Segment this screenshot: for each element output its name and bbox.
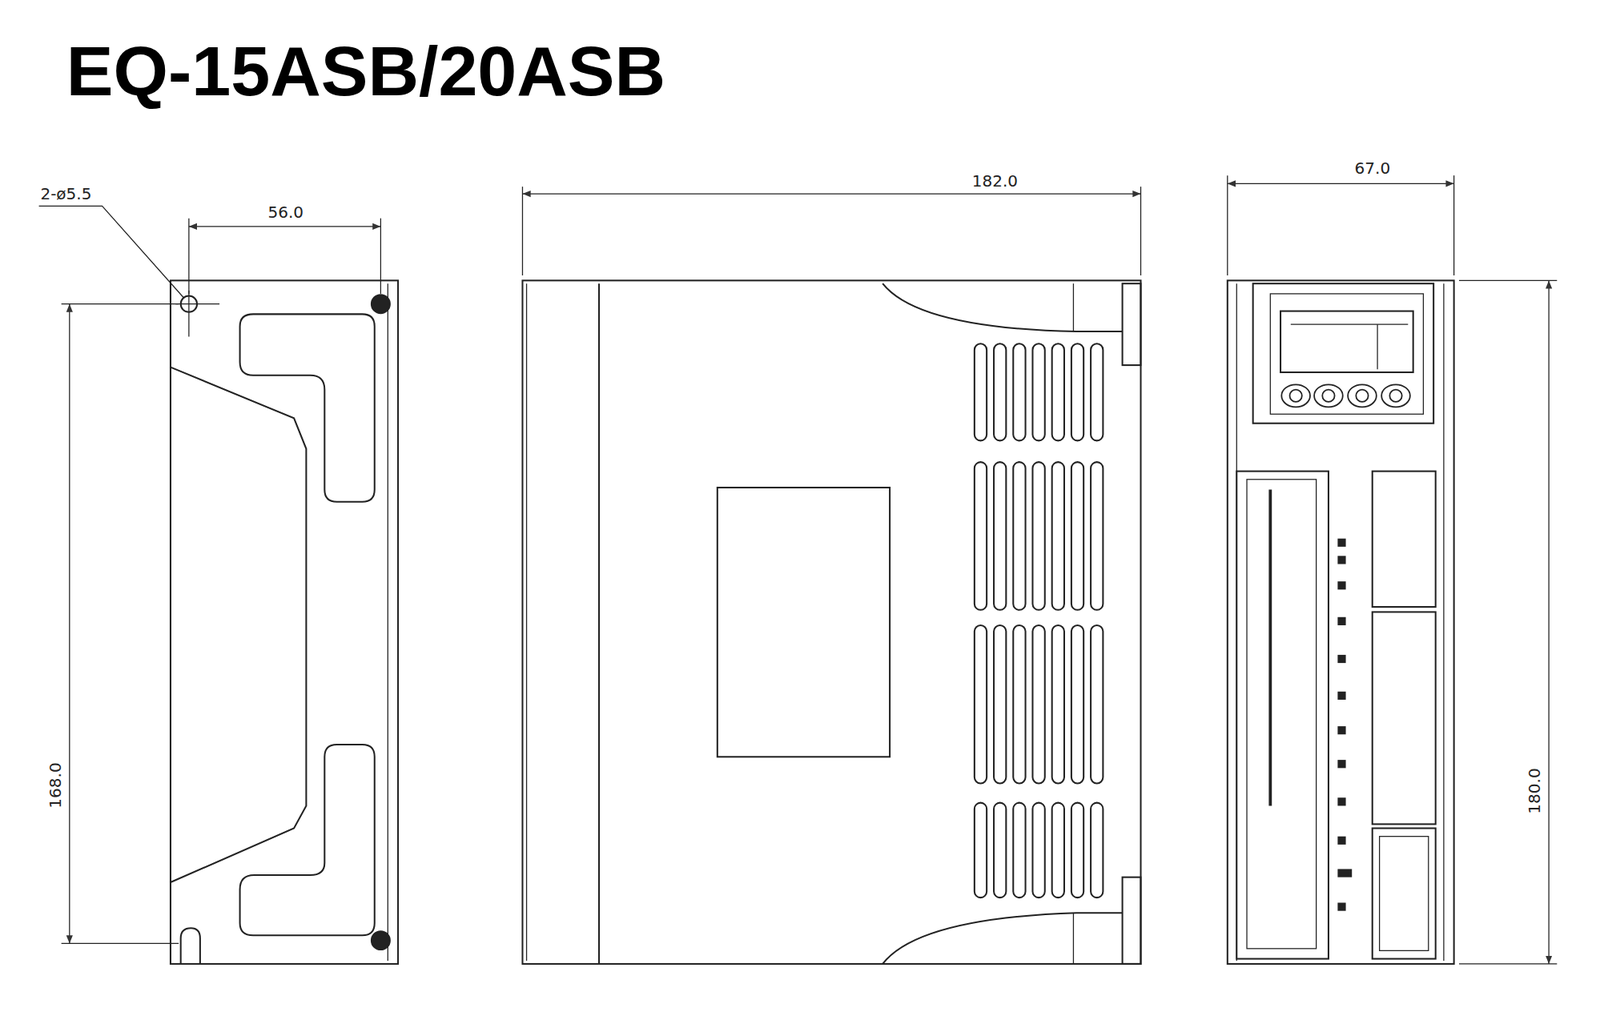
vent-slot [993, 343, 1006, 441]
terminal-mark [1337, 555, 1346, 564]
vent-slot [993, 803, 1006, 898]
vent-slot [1090, 462, 1103, 611]
terminal-mark [1337, 836, 1346, 845]
vent-slot [1052, 343, 1065, 441]
vent-slot [1032, 343, 1045, 441]
vent-slot [1052, 803, 1065, 898]
side-view [522, 186, 1141, 965]
hole-callout: 2-ø5.5 [38, 184, 93, 203]
terminal-mark [1337, 797, 1346, 806]
front-view [1227, 175, 1558, 965]
vent-slot [1071, 803, 1084, 898]
vent-slot [1090, 343, 1103, 441]
terminal-mark [1337, 581, 1346, 590]
vent-slot [1071, 343, 1084, 441]
vent-slot [1032, 625, 1045, 784]
vent-slot [1013, 625, 1026, 784]
vent-slot [1071, 462, 1084, 611]
back-view [39, 205, 398, 965]
drawing-title: EQ-15ASB/20ASB [66, 36, 666, 107]
terminal-mark [1337, 726, 1346, 735]
vent-slot [1090, 625, 1103, 784]
terminal-mark [1337, 691, 1346, 700]
vent-slot [1052, 462, 1065, 611]
vent-slot [974, 462, 987, 611]
vent-slot [1071, 625, 1084, 784]
vent-slot [1013, 462, 1026, 611]
dimension: 182.0 [970, 172, 1020, 190]
terminal-mark [1337, 617, 1346, 626]
vent-slot [1013, 343, 1026, 441]
vent-slot [1032, 803, 1045, 898]
dimension: 67.0 [1353, 159, 1393, 177]
terminal-mark [1337, 868, 1352, 877]
vent-slot [1090, 803, 1103, 898]
terminal-mark [1337, 655, 1346, 664]
vent-slot [974, 803, 987, 898]
vent-slot [993, 462, 1006, 611]
vent-slot [974, 625, 987, 784]
vent-slot [1052, 625, 1065, 784]
dimension: 168.0 [46, 761, 65, 811]
terminal-mark [1337, 538, 1346, 547]
dimension: 56.0 [266, 203, 306, 222]
dimension: 180.0 [1525, 766, 1544, 816]
vent-slot [1032, 462, 1045, 611]
vent-slot [993, 625, 1006, 784]
terminal-mark [1337, 759, 1346, 768]
terminal-mark [1337, 902, 1346, 911]
vent-slot [974, 343, 987, 441]
vent-slot [1013, 803, 1026, 898]
